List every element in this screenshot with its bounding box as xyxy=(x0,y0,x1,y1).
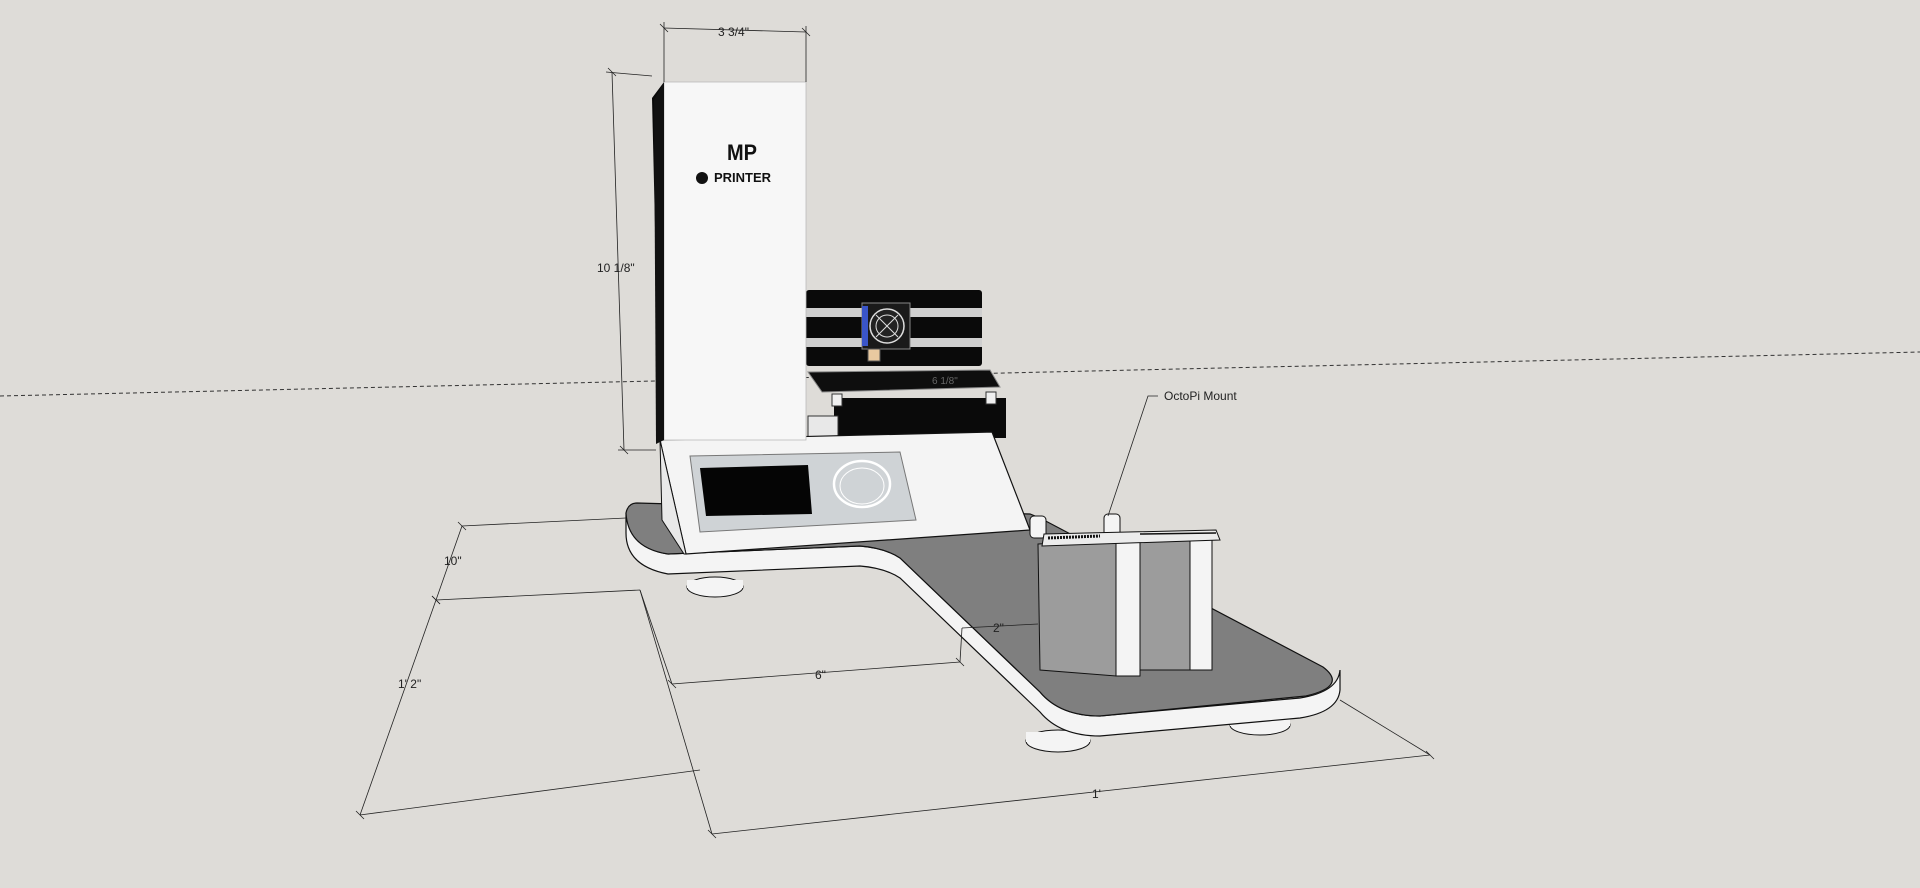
print-bed xyxy=(807,369,1001,393)
dimension-height xyxy=(605,67,656,455)
printer-model: 6 1/8" MP PRINTER xyxy=(652,81,1031,555)
logo-brand-mark: MP xyxy=(727,140,757,165)
mount-fin-right xyxy=(1189,537,1213,671)
svg-text:6 1/8": 6 1/8" xyxy=(932,376,958,387)
print-head xyxy=(861,302,911,362)
octopi-mount-label: OctoPi Mount xyxy=(1164,389,1237,403)
control-dial xyxy=(832,459,892,509)
dimension-base-depth xyxy=(355,595,701,820)
octopi-mount xyxy=(1029,513,1221,677)
drop-icon xyxy=(696,172,708,184)
dimension-arm-length xyxy=(639,589,965,689)
mount-fin-left xyxy=(1115,537,1141,677)
dimension-arm-width-label: 2" xyxy=(993,621,1004,635)
dimension-bed-depth-label: 10" xyxy=(444,554,462,568)
dimension-width-label: 3 3/4" xyxy=(718,25,749,39)
lcd-screen xyxy=(700,465,812,516)
dimension-base-length xyxy=(639,589,1435,839)
octopi-callout: OctoPi Mount xyxy=(1107,389,1237,517)
dimension-width xyxy=(659,22,811,82)
printer-logo: MP PRINTER xyxy=(696,140,772,185)
dimension-bed-depth xyxy=(431,517,641,605)
dimension-base-depth-label: 1' 2" xyxy=(398,677,421,691)
dimension-arm-length-label: 6" xyxy=(815,668,826,682)
tower-front xyxy=(663,81,807,441)
logo-product: PRINTER xyxy=(714,170,772,185)
dimension-base-length-label: 1' xyxy=(1092,787,1101,801)
dimension-height-label: 10 1/8" xyxy=(597,261,635,275)
dimension-arm-width xyxy=(961,623,1039,629)
